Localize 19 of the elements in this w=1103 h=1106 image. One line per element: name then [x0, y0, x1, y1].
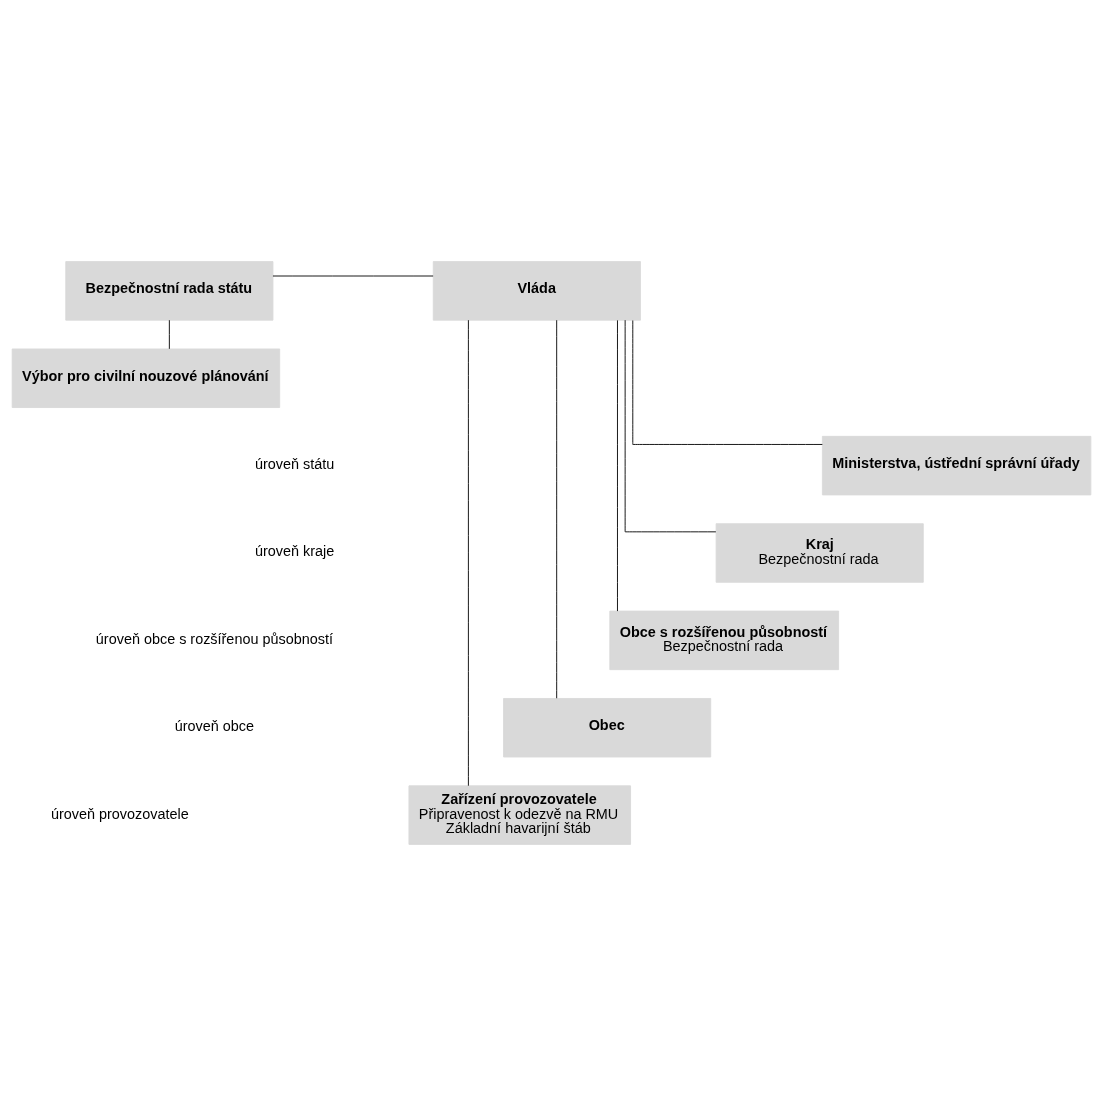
node-box: Výbor pro civilní nouzové plánování: [11, 348, 281, 408]
label: úroveň kraje: [254, 543, 335, 560]
node-box: Kraj Bezpečnostní rada: [715, 523, 924, 583]
connector: [556, 319, 558, 699]
node-box: Ministerstva, ústřední správní úřady: [821, 435, 1092, 496]
connector: [624, 319, 717, 533]
node-box: Vláda: [432, 261, 641, 321]
connector: [617, 319, 618, 612]
connector: [467, 319, 469, 787]
node-box: Bezpečnostní rada státu: [65, 261, 274, 321]
connector: [632, 320, 823, 445]
node-box: Obec: [503, 698, 712, 758]
node-box: Zařízení provozovatele Připravenost k odezvě na RMU Základní havarijní štáb: [408, 785, 631, 845]
label: úroveň provozovatele: [50, 805, 189, 822]
label: úroveň obce s rozšířenou působností: [95, 630, 333, 647]
connector: [168, 319, 170, 350]
label: úroveň obce: [174, 718, 255, 735]
label: úroveň státu: [254, 456, 335, 473]
node-box: Obce s rozšířenou působností Bezpečnostní rada: [609, 610, 840, 671]
